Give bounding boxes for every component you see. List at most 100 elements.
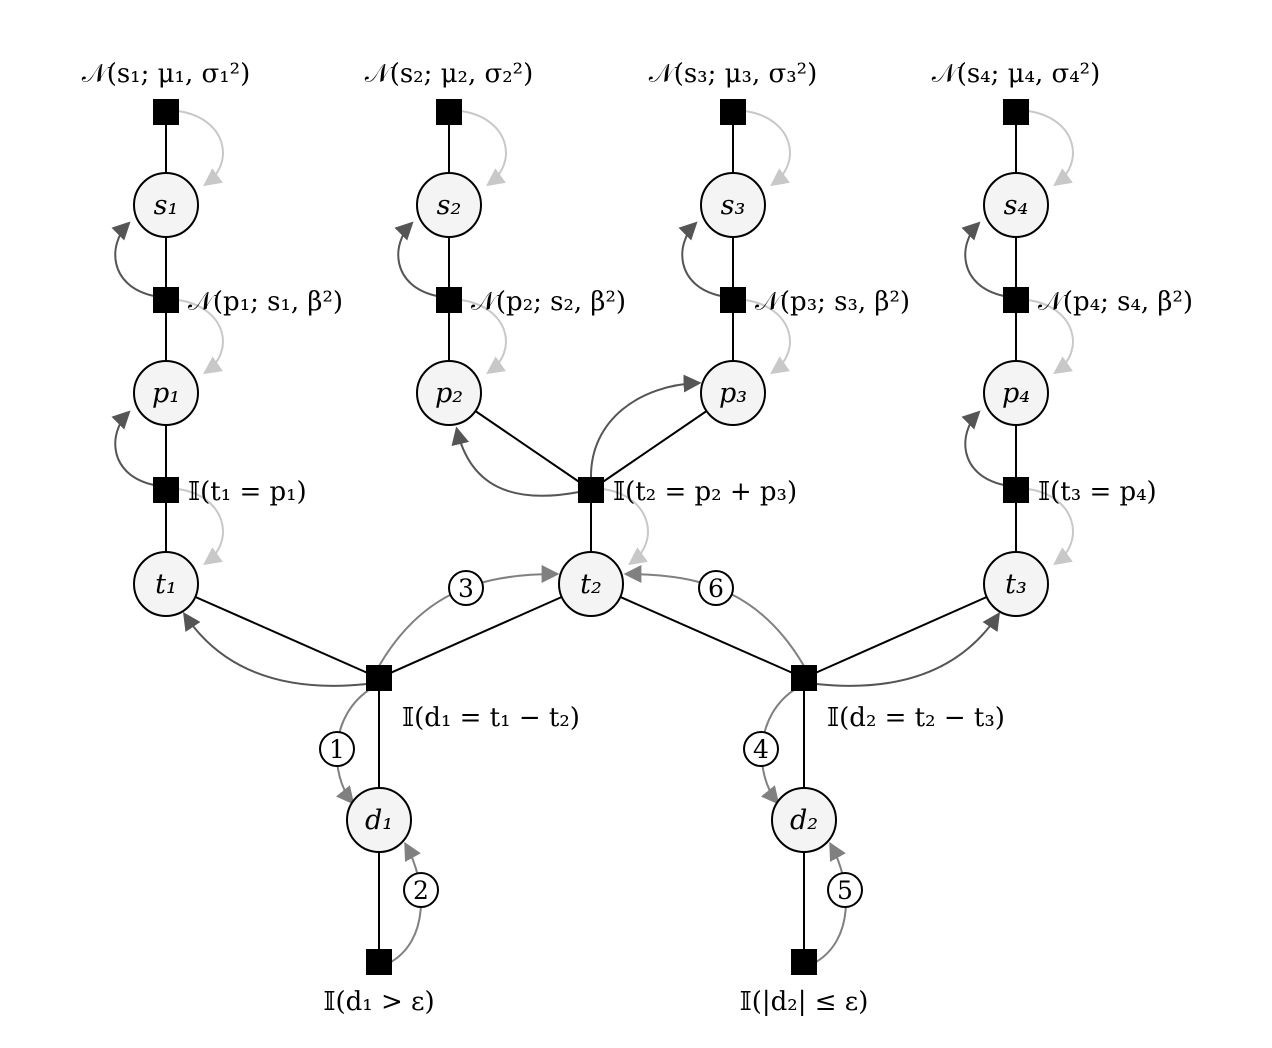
variable-label: t₂	[580, 569, 602, 600]
step-badges: 1 2 3 4 5 6	[319, 570, 863, 908]
message-arrow	[961, 410, 1005, 486]
message-arrow	[390, 841, 422, 963]
variable-label: d₁	[365, 805, 393, 836]
variable-label: t₁	[155, 569, 177, 600]
variable-node-p3: p₃	[700, 360, 766, 426]
factor-label-out2: 𝕀(|d₂| ≤ ε)	[740, 987, 869, 1017]
step-badge-4: 4	[743, 731, 779, 767]
message-arrow	[815, 841, 847, 963]
message-arrow	[744, 299, 791, 375]
factor-label-team3: 𝕀(t₃ = p₄)	[1038, 477, 1157, 507]
factor-label-prior3: 𝒩(s₃; μ₃, σ₃²)	[649, 59, 817, 89]
variable-nodes: s₁ s₂ s₃ s₄ p₁ p₂ p₃ p₄	[133, 172, 1049, 853]
factor-node-out2	[791, 949, 817, 975]
message-arrow	[1027, 488, 1074, 566]
variable-label: p₂	[435, 378, 463, 409]
variable-node-t1: t₁	[133, 551, 199, 617]
edge-t2-diff1	[378, 583, 592, 679]
edge-t3-diff2	[803, 583, 1017, 679]
factor-label-team2: 𝕀(t₂ = p₂ + p₃)	[613, 477, 797, 507]
variable-label: p₄	[1002, 378, 1030, 409]
variable-node-s3: s₃	[700, 172, 766, 238]
variable-node-p4: p₄	[983, 360, 1049, 426]
factor-node-team2	[578, 477, 604, 503]
factor-label-prior2: 𝒩(s₂; μ₂, σ₂²)	[365, 59, 533, 89]
variable-node-d2: d₂	[771, 787, 837, 853]
variable-label: s₂	[437, 190, 462, 221]
factor-label-diff2: 𝕀(d₂ = t₂ − t₃)	[827, 703, 1005, 733]
variable-node-s4: s₄	[983, 172, 1049, 238]
factor-label-prior1: 𝒩(s₁; μ₁, σ₁²)	[82, 59, 250, 89]
factor-label-perf1: 𝒩(p₁; s₁, β²)	[188, 287, 343, 317]
message-arrow	[815, 612, 1000, 687]
factor-label-diff1: 𝕀(d₁ = t₁ − t₂)	[402, 703, 580, 733]
message-arrow	[1027, 110, 1074, 187]
factor-labels: 𝒩(s₁; μ₁, σ₁²) 𝒩(s₂; μ₂, σ₂²) 𝒩(s₃; μ₃, …	[82, 59, 1193, 1017]
edge-t1-diff1	[165, 583, 380, 679]
factor-node-prior3	[720, 99, 746, 125]
message-arrow	[111, 410, 155, 486]
factor-node-prior4	[1003, 99, 1029, 125]
step-badge-6: 6	[698, 570, 734, 606]
step-number: 6	[708, 574, 724, 603]
factor-node-perf4	[1003, 287, 1029, 313]
message-arrow	[589, 374, 702, 479]
factor-node-diff2	[791, 665, 817, 691]
step-badge-2: 2	[403, 872, 439, 908]
message-arrow	[177, 299, 224, 375]
message-arrow	[1027, 299, 1074, 375]
factor-nodes	[153, 99, 1029, 975]
variable-label: p₃	[719, 378, 747, 409]
message-arrow	[451, 426, 580, 497]
factor-label-perf3: 𝒩(p₃; s₃, β²)	[755, 287, 910, 317]
step-number: 4	[753, 735, 769, 764]
factor-label-out1: 𝕀(d₁ > ε)	[323, 987, 434, 1017]
variable-label: s₃	[721, 190, 746, 221]
factor-label-team1: 𝕀(t₁ = p₁)	[188, 477, 307, 507]
variable-label: p₁	[152, 378, 180, 409]
variable-node-t3: t₃	[983, 551, 1049, 617]
variable-label: s₄	[1004, 190, 1029, 221]
step-badge-5: 5	[827, 872, 863, 908]
factor-node-perf3	[720, 287, 746, 313]
message-arrow	[394, 221, 438, 297]
message-arrow	[744, 110, 791, 187]
variable-node-p2: p₂	[416, 360, 482, 426]
downward-messages	[177, 110, 1074, 566]
graph-edges	[165, 112, 1017, 962]
factor-node-perf1	[153, 287, 179, 313]
step-number: 2	[413, 876, 429, 905]
variable-node-p1: p₁	[133, 360, 199, 426]
message-arrow	[961, 221, 1005, 297]
variable-label: t₃	[1005, 569, 1027, 600]
factor-node-prior2	[436, 99, 462, 125]
message-arrow	[177, 488, 224, 566]
message-arrow	[602, 488, 649, 566]
message-arrow	[678, 221, 722, 297]
factor-node-prior1	[153, 99, 179, 125]
factor-node-team1	[153, 477, 179, 503]
variable-node-s1: s₁	[133, 172, 199, 238]
step-number: 1	[329, 735, 345, 764]
step-badge-1: 1	[319, 731, 355, 767]
factor-label-prior4: 𝒩(s₄; μ₄, σ₄²)	[932, 59, 1100, 89]
message-arrow	[460, 299, 507, 375]
edge-t2-diff2	[590, 583, 805, 679]
step-number: 3	[458, 574, 474, 603]
variable-label: d₂	[790, 805, 818, 836]
factor-label-perf2: 𝒩(p₂; s₂, β²)	[471, 287, 626, 317]
variable-label: s₁	[154, 190, 179, 221]
variable-node-s2: s₂	[416, 172, 482, 238]
message-arrow	[183, 612, 368, 687]
factor-node-perf2	[436, 287, 462, 313]
message-arrow	[460, 110, 507, 187]
message-arrow	[177, 110, 224, 187]
message-arrow	[111, 221, 155, 297]
factor-node-team3	[1003, 477, 1029, 503]
upward-messages	[111, 221, 1005, 687]
factor-node-out1	[366, 949, 392, 975]
step-number: 5	[837, 876, 853, 905]
variable-node-t2: t₂	[558, 551, 624, 617]
step-badge-3: 3	[448, 570, 484, 606]
